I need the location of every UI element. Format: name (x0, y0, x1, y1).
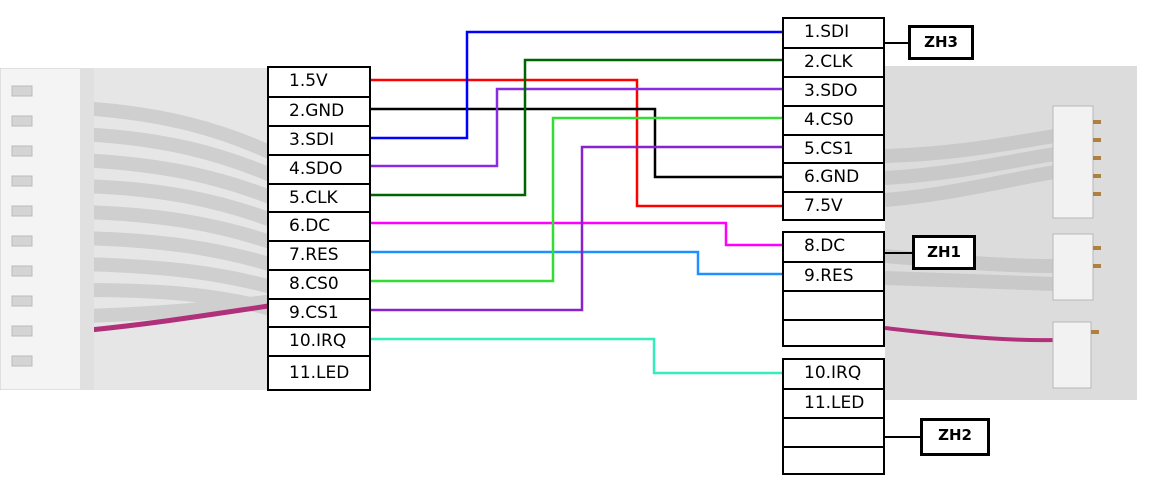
wire-sdo (370, 87, 783, 168)
zh2-label: ZH2 (920, 418, 990, 456)
zh1-label: ZH1 (912, 235, 976, 270)
wire-gnd (370, 107, 783, 179)
zh1-pin-9: 9.RES (784, 261, 883, 290)
zh3-connector-table: 1.SDI 2.CLK 3.SDO 4.CS0 5.CS1 6.GND 7.5V (782, 17, 885, 221)
zh3-pin-1: 1.SDI (804, 22, 850, 42)
left-cable-photo (0, 68, 282, 390)
right-connectors-photo (885, 66, 1137, 400)
zh3-pin-5: 5.CS1 (784, 134, 883, 163)
zh2-connector-table: 10.IRQ 11.LED (782, 358, 885, 475)
left-pin-1: 1.5V (289, 71, 328, 91)
left-pin-3: 3.SDI (269, 125, 369, 154)
left-pin-2: 2.GND (269, 96, 369, 125)
wire-sdi (370, 30, 783, 140)
zh1-pin-8: 8.DC (804, 236, 846, 256)
zh3-pin-4: 4.CS0 (784, 105, 883, 134)
left-pin-5: 5.CLK (269, 183, 369, 212)
wire-irq (370, 337, 783, 375)
zh1-connector-table: 8.DC 9.RES (782, 231, 885, 347)
left-pin-4: 4.SDO (269, 154, 369, 183)
wire-cs1 (370, 145, 783, 312)
wire-cs0 (370, 116, 783, 283)
zh3-pin-7: 7.5V (784, 191, 883, 220)
wire-dc (370, 221, 783, 247)
zh2-pin-11: 11.LED (784, 388, 883, 417)
zh2-pin-empty-1 (784, 417, 883, 446)
left-pin-6: 6.DC (269, 211, 369, 240)
zh2-pin-empty-2 (784, 446, 883, 475)
zh2-pin-10: 10.IRQ (804, 363, 862, 383)
left-pin-11: 11.LED (269, 355, 369, 389)
left-connector-table: 1.5V 2.GND 3.SDI 4.SDO 5.CLK 6.DC 7.RES … (267, 66, 371, 391)
zh1-pin-empty-2 (784, 319, 883, 347)
left-pin-7: 7.RES (269, 240, 369, 269)
zh1-pin-empty-1 (784, 290, 883, 319)
wire-res (370, 250, 783, 276)
left-pin-8: 8.CS0 (269, 269, 369, 298)
zh3-pin-3: 3.SDO (784, 76, 883, 105)
left-pin-9: 9.CS1 (269, 298, 369, 327)
wire-clk (370, 58, 783, 197)
left-pin-10: 10.IRQ (269, 326, 369, 355)
zh3-label: ZH3 (908, 25, 974, 60)
zh3-pin-6: 6.GND (784, 162, 883, 191)
zh3-pin-2: 2.CLK (784, 47, 883, 76)
wire-5v (370, 78, 783, 208)
